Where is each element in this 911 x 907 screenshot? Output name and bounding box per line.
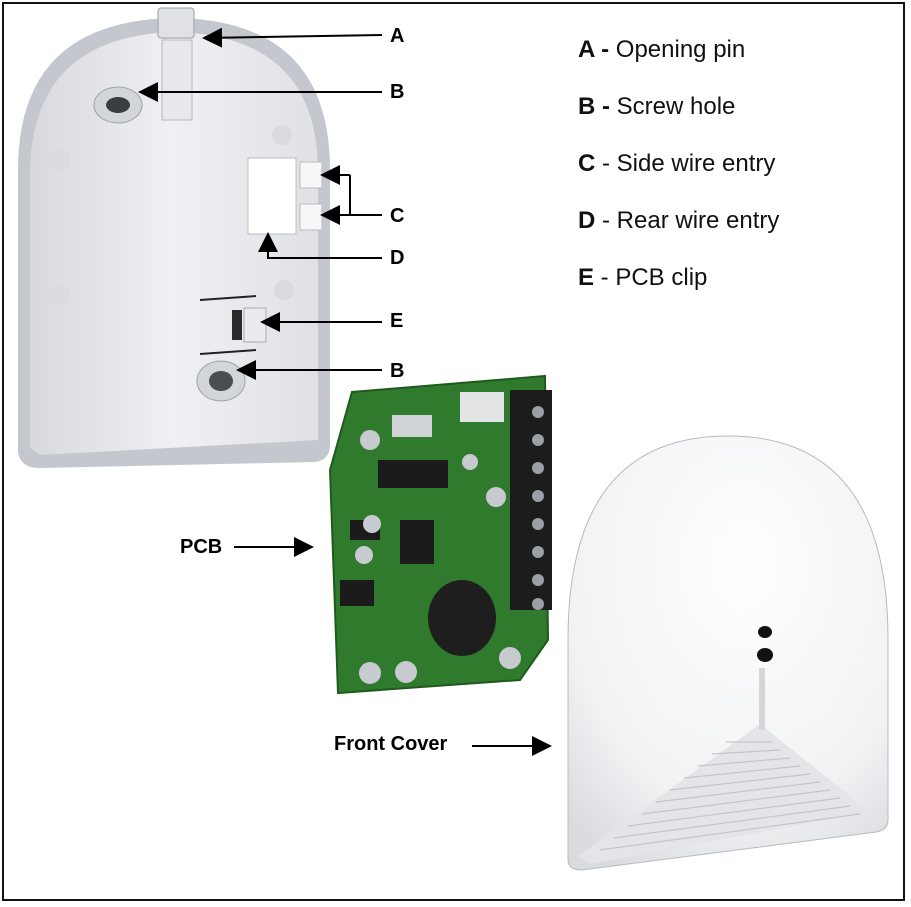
pcb-board [328,374,552,695]
legend: A - Opening pin B - Screw hole C - Side … [578,36,779,321]
legend-item-e: E - PCB clip [578,264,779,321]
callout-b-bottom: B [390,360,405,382]
legend-separator: - [595,207,617,234]
legend-key: B [578,93,596,120]
callout-e: E [390,310,404,332]
legend-separator: - [595,150,617,177]
callout-pcb: PCB [180,536,223,558]
legend-separator: - [594,36,616,63]
legend-text: Screw hole [616,93,736,120]
legend-item-d: D - Rear wire entry [578,207,779,264]
callout-c: C [390,205,405,227]
legend-separator: - [594,264,616,291]
legend-separator: - [595,93,617,120]
legend-item-a: A - Opening pin [578,36,779,93]
legend-key: E [578,264,595,291]
callout-b-top: B [390,81,405,103]
arrow-a [202,27,383,48]
legend-item-b: B - Screw hole [578,93,779,150]
legend-item-c: C - Side wire entry [578,150,779,207]
legend-text: Opening pin [615,36,746,63]
callout-a: A [390,25,405,47]
legend-key: C [578,150,596,177]
legend-text: Side wire entry [616,150,776,177]
legend-text: PCB clip [615,264,708,291]
back-case [18,7,330,468]
legend-text: Rear wire entry [616,207,780,234]
legend-key: D [578,207,596,234]
legend-key: A [578,36,595,63]
callout-d: D [390,247,405,269]
leader-lines [138,27,552,756]
callout-front-cover: Front Cover [334,733,448,755]
arrow-d [258,232,382,259]
front-cover [567,435,889,871]
